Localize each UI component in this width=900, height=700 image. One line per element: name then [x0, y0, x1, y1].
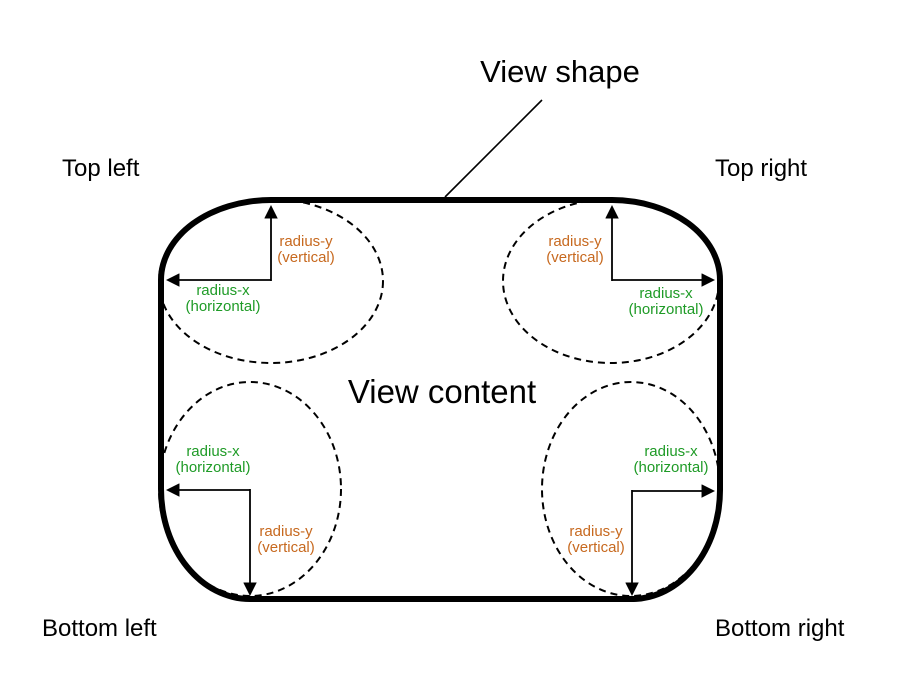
radius-x-label-line2: (horizontal): [628, 301, 704, 318]
radius-x-label-line1: radius-x: [196, 282, 250, 299]
radius-y-label-line1: radius-y: [259, 523, 313, 540]
radius-x-label-bottom-right: radius-x (horizontal): [633, 444, 708, 476]
radius-y-label-line1: radius-y: [548, 233, 602, 250]
view-shape-pointer-line: [444, 99, 543, 198]
radius-y-label-top-left: radius-y (vertical): [277, 234, 335, 266]
view-shape-label: View shape: [480, 54, 640, 89]
corner-label-top-right: Top right: [715, 155, 808, 182]
radius-y-label-line2: (vertical): [277, 249, 335, 266]
radius-x-label-line2: (horizontal): [185, 298, 261, 315]
radius-y-label-line2: (vertical): [567, 539, 625, 556]
view-content-label: View content: [347, 373, 537, 410]
radius-y-label-line1: radius-y: [279, 233, 333, 250]
radius-x-label-bottom-left: radius-x (horizontal): [175, 444, 250, 476]
radius-x-label-top-right: radius-x (horizontal): [628, 286, 703, 318]
radius-x-label-line1: radius-x: [639, 285, 693, 302]
radius-y-label-top-right: radius-y (vertical): [546, 234, 604, 266]
radius-x-label-line2: (horizontal): [175, 459, 251, 476]
corner-label-bottom-right: Bottom right: [715, 615, 845, 642]
radius-y-label-bottom-left: radius-y (vertical): [257, 524, 315, 556]
radius-y-label-line1: radius-y: [569, 523, 623, 540]
radius-x-label-top-left: radius-x (horizontal): [185, 283, 260, 315]
radius-x-label-line1: radius-x: [186, 443, 240, 460]
radius-x-label-line1: radius-x: [644, 443, 698, 460]
corner-label-bottom-left: Bottom left: [42, 615, 157, 642]
radius-x-label-line2: (horizontal): [633, 459, 709, 476]
radius-y-label-bottom-right: radius-y (vertical): [567, 524, 625, 556]
corner-label-top-left: Top left: [62, 155, 140, 182]
radius-y-label-line2: (vertical): [257, 539, 315, 556]
radius-y-label-line2: (vertical): [546, 249, 604, 266]
